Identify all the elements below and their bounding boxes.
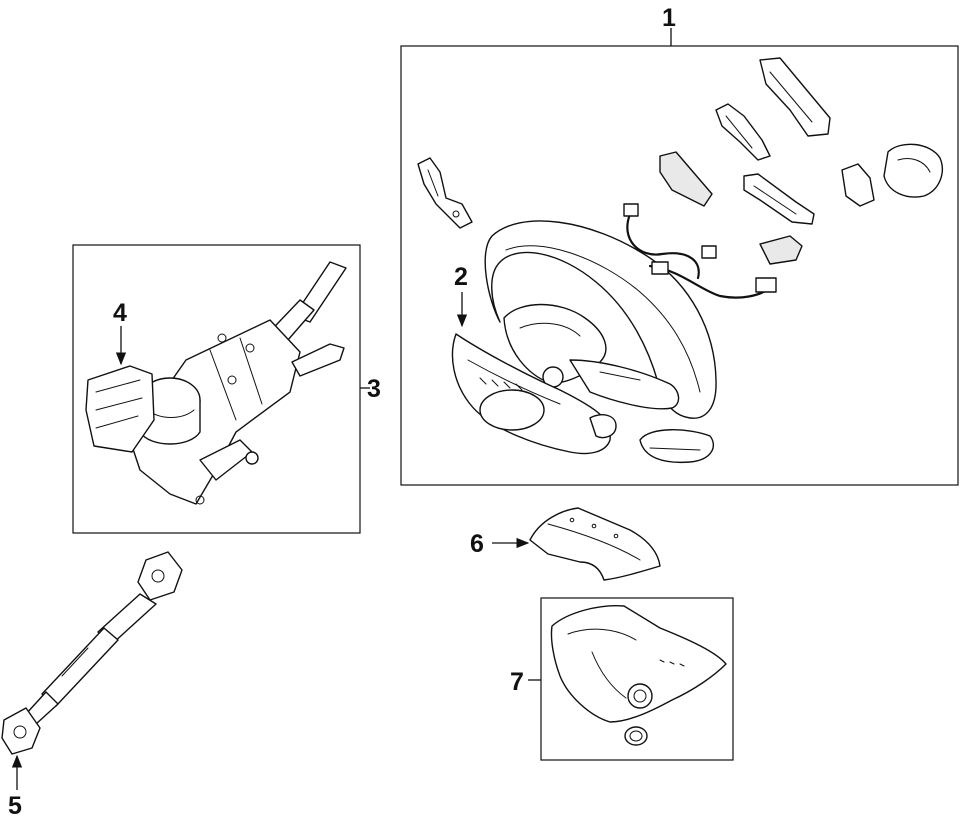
- group-lower-shroud: 7: [510, 597, 734, 761]
- steering-wheel-group-frame: [400, 45, 959, 486]
- callout-3-label: 3: [367, 375, 381, 403]
- lower-column-shroud-part: [550, 604, 727, 723]
- group-steering-wheel: 1 2: [400, 4, 959, 486]
- paddle-part: [659, 151, 713, 207]
- wiring-harness-part: [623, 203, 777, 299]
- horn-cover-part: [841, 143, 943, 207]
- switch-left-part: [417, 157, 473, 229]
- steering-column-part: [129, 261, 347, 505]
- group-steering-column: 3: [72, 244, 381, 534]
- intermediate-shaft-part: [1, 551, 183, 755]
- callout-4-label: 4: [113, 299, 127, 327]
- switch-mid-part: [715, 103, 771, 161]
- switch-upper-part: [759, 57, 831, 137]
- callout-2-label: 2: [454, 263, 468, 291]
- callout-7-label: 7: [510, 668, 524, 696]
- control-module-part: [85, 365, 155, 453]
- connector-part: [759, 235, 803, 265]
- trim-ring-part: [624, 726, 648, 746]
- switch-right-part: [743, 173, 815, 225]
- steering-column-group-frame: [72, 244, 361, 534]
- steering-wheel-bottom-trim: [639, 429, 715, 464]
- steering-wheel-lower-cover: [451, 333, 617, 455]
- lower-shroud-group-frame: [540, 597, 734, 761]
- callout-5-label: 5: [8, 792, 22, 820]
- callout-6-label: 6: [470, 530, 484, 558]
- upper-column-shroud-part: [529, 507, 661, 581]
- callout-1-label: 1: [662, 4, 676, 32]
